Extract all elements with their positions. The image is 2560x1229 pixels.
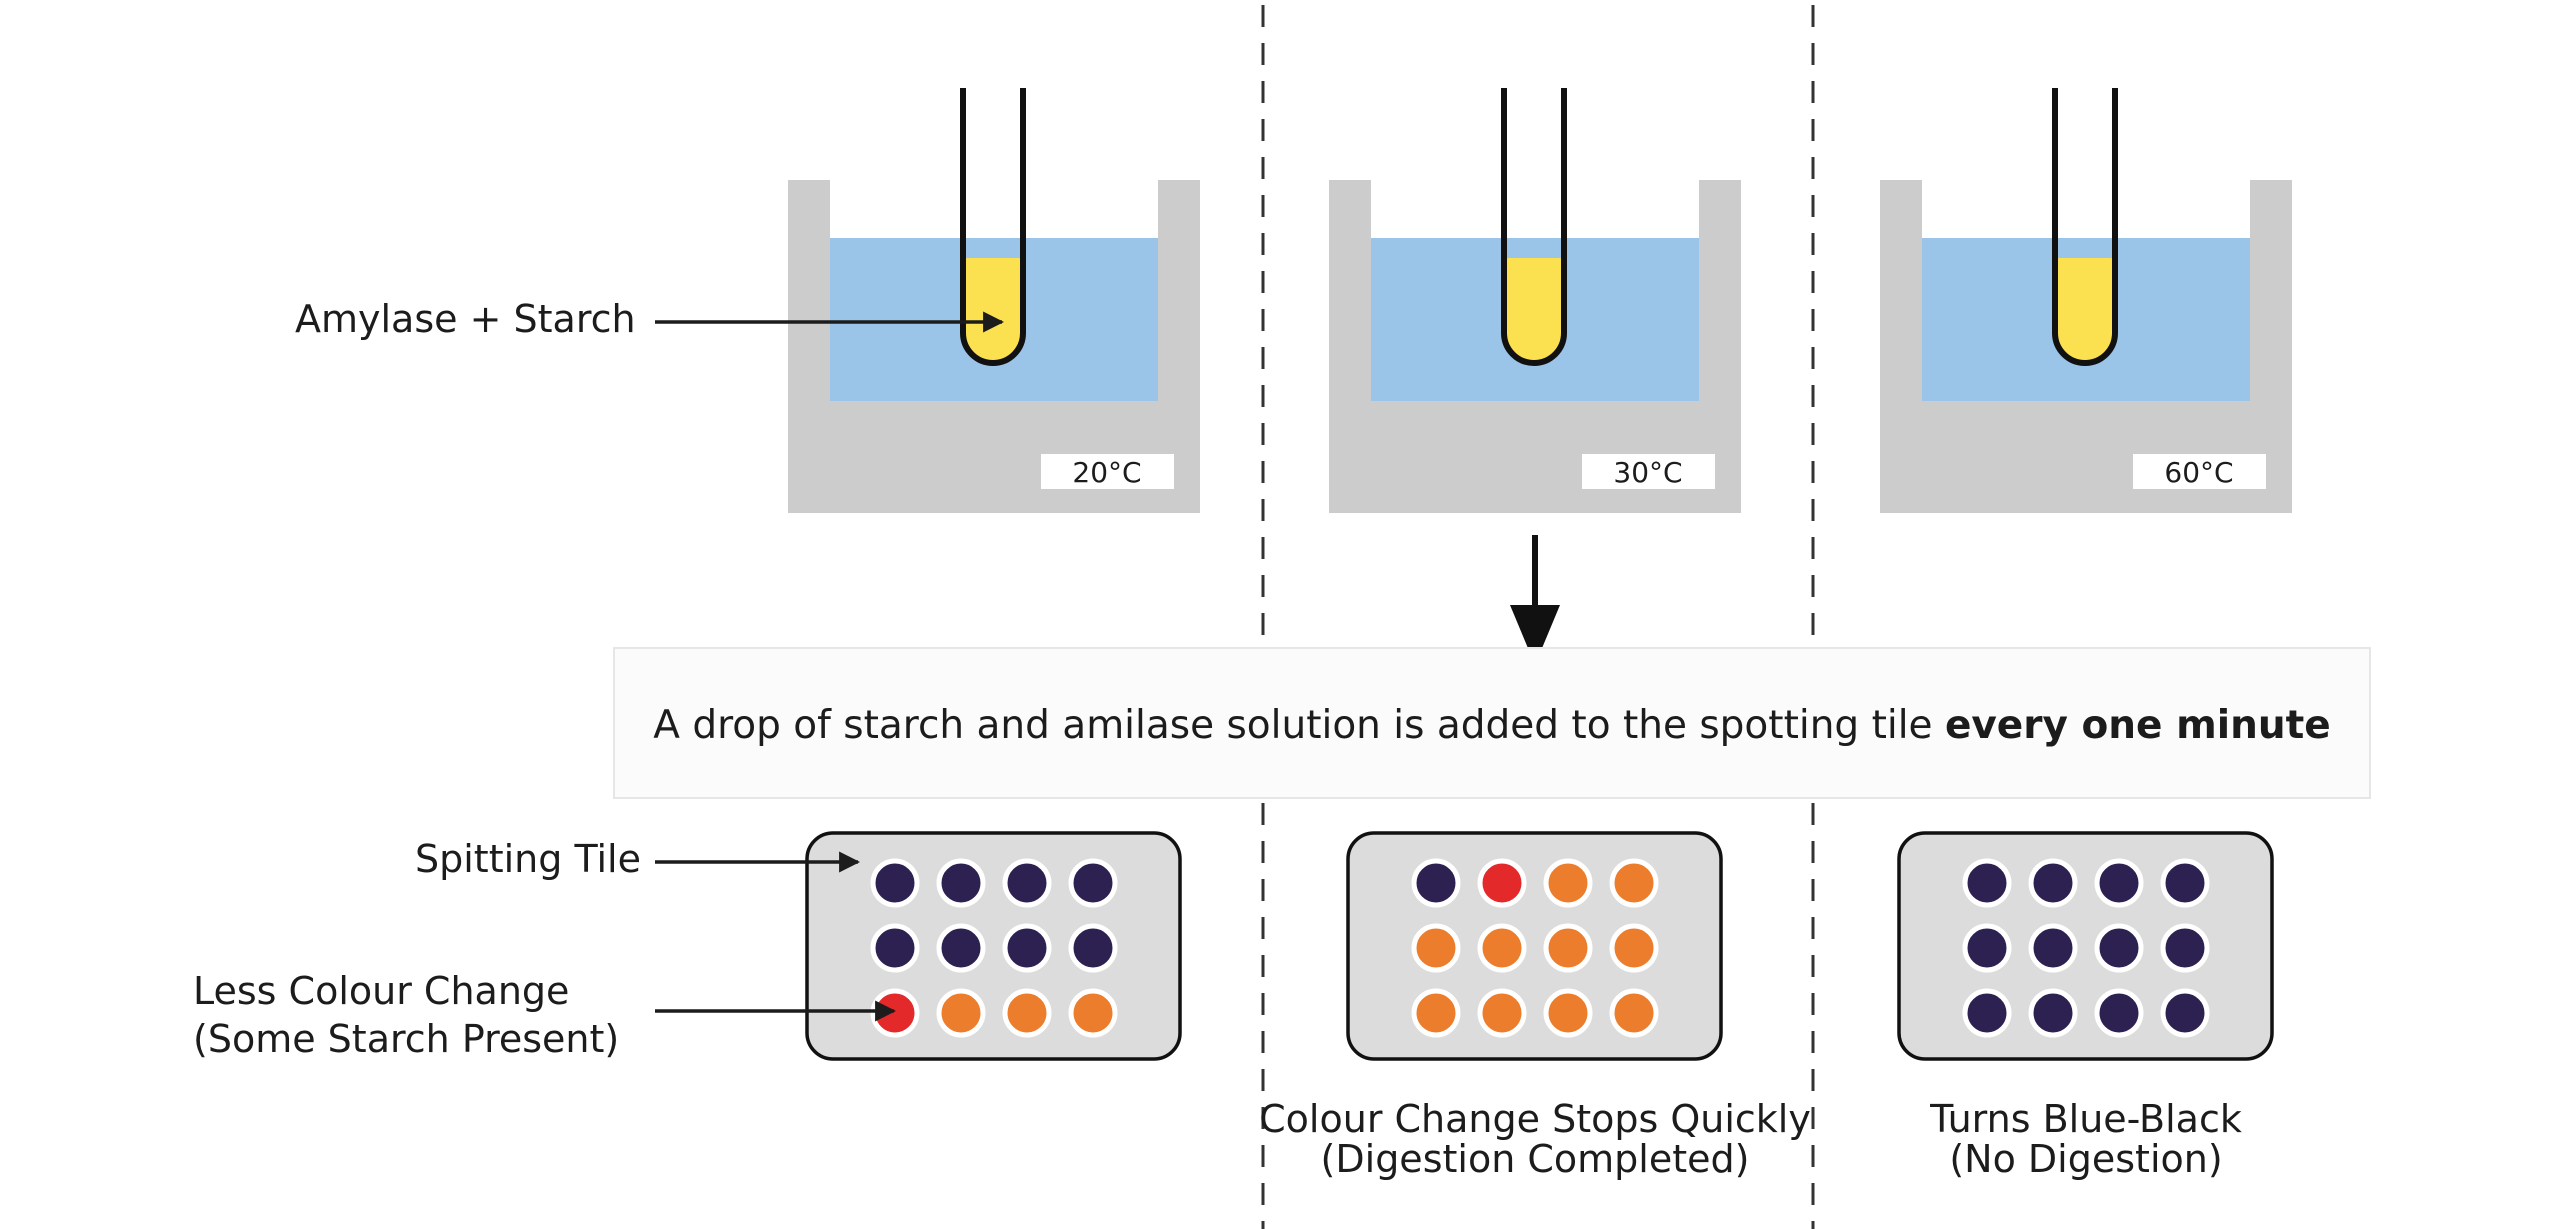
well-orange <box>1543 858 1593 908</box>
bath-opening <box>830 180 1158 238</box>
spotting-tile-2 <box>1346 831 1723 1061</box>
temperature-label: 60°C <box>2164 456 2233 489</box>
instruction-text-bold: every one minute <box>1945 703 2331 748</box>
well-orange <box>1411 923 1461 973</box>
well-purple <box>2028 923 2078 973</box>
tile-body <box>1897 831 2274 1061</box>
well-purple <box>936 858 986 908</box>
well-purple <box>1068 923 1118 973</box>
well-purple <box>2028 858 2078 908</box>
well-orange <box>936 988 986 1038</box>
test-tube-glass <box>1501 88 1567 366</box>
instruction-banner <box>613 647 2371 799</box>
temperature-label: 30°C <box>1613 456 1682 489</box>
well-orange <box>1002 988 1052 1038</box>
some-starch-present-label: (Some Starch Present) <box>193 1017 619 1061</box>
well-red <box>870 988 920 1038</box>
well-purple <box>2160 923 2210 973</box>
instruction-text-regular: A drop of starch and amilase solution is… <box>653 703 1945 748</box>
well-purple <box>1002 923 1052 973</box>
spotting-tiles <box>805 831 2274 1061</box>
test-tube <box>960 88 1026 366</box>
amylase-starch-label: Amylase + Starch <box>295 297 636 341</box>
test-tube-glass <box>2052 88 2118 366</box>
water-bath-1: 20°C <box>788 88 1200 513</box>
well-purple <box>936 923 986 973</box>
well-purple <box>1068 858 1118 908</box>
well-purple <box>870 923 920 973</box>
amylase-starch-solution <box>2056 258 2114 362</box>
spotting-tile-1 <box>805 831 1182 1061</box>
instruction-text: A drop of starch and amilase solution is… <box>653 703 2330 748</box>
water-bath-2: 30°C <box>1329 88 1741 513</box>
spotting-tile-label: Spitting Tile <box>415 837 641 881</box>
well-orange <box>1609 988 1659 1038</box>
tile-3-caption-line-1: Turns Blue-Black <box>1929 1097 2242 1141</box>
spotting-tile-3 <box>1897 831 2274 1061</box>
temperature-box <box>1582 454 1715 489</box>
well-orange <box>1609 858 1659 908</box>
well-red <box>1477 858 1527 908</box>
well-orange <box>1068 988 1118 1038</box>
tile-2-caption-line-2: (Digestion Completed) <box>1321 1137 1750 1181</box>
tile-3-caption-line-2: (No Digestion) <box>1949 1137 2222 1181</box>
well-purple <box>2028 988 2078 1038</box>
tile-body <box>805 831 1182 1061</box>
well-purple <box>1411 858 1461 908</box>
well-purple <box>1962 858 2012 908</box>
well-purple <box>1962 988 2012 1038</box>
test-tube <box>2052 88 2118 366</box>
amylase-starch-solution <box>1505 258 1563 362</box>
well-purple <box>2094 988 2144 1038</box>
bath-opening <box>1371 180 1699 238</box>
well-orange <box>1411 988 1461 1038</box>
well-purple <box>2094 858 2144 908</box>
well-purple <box>1962 923 2012 973</box>
amylase-starch-solution <box>964 258 1022 362</box>
test-tube-glass <box>960 88 1026 366</box>
temperature-box <box>2133 454 2266 489</box>
less-colour-change-label: Less Colour Change <box>193 969 569 1013</box>
well-orange <box>1477 988 1527 1038</box>
well-orange <box>1543 923 1593 973</box>
tile-2-caption-line-1: Colour Change Stops Quickly <box>1259 1097 1811 1141</box>
well-purple <box>2160 988 2210 1038</box>
well-purple <box>870 858 920 908</box>
well-orange <box>1543 988 1593 1038</box>
well-orange <box>1609 923 1659 973</box>
bath-opening <box>1922 180 2250 238</box>
water-baths: 20°C 30°C 60°C <box>788 88 2292 513</box>
well-purple <box>1002 858 1052 908</box>
temperature-box <box>1041 454 1174 489</box>
water-bath-3: 60°C <box>1880 88 2292 513</box>
temperature-label: 20°C <box>1072 456 1141 489</box>
well-purple <box>2094 923 2144 973</box>
tile-body <box>1346 831 1723 1061</box>
down-arrow-head <box>1510 605 1560 665</box>
test-tube <box>1501 88 1567 366</box>
well-purple <box>2160 858 2210 908</box>
well-orange <box>1477 923 1527 973</box>
